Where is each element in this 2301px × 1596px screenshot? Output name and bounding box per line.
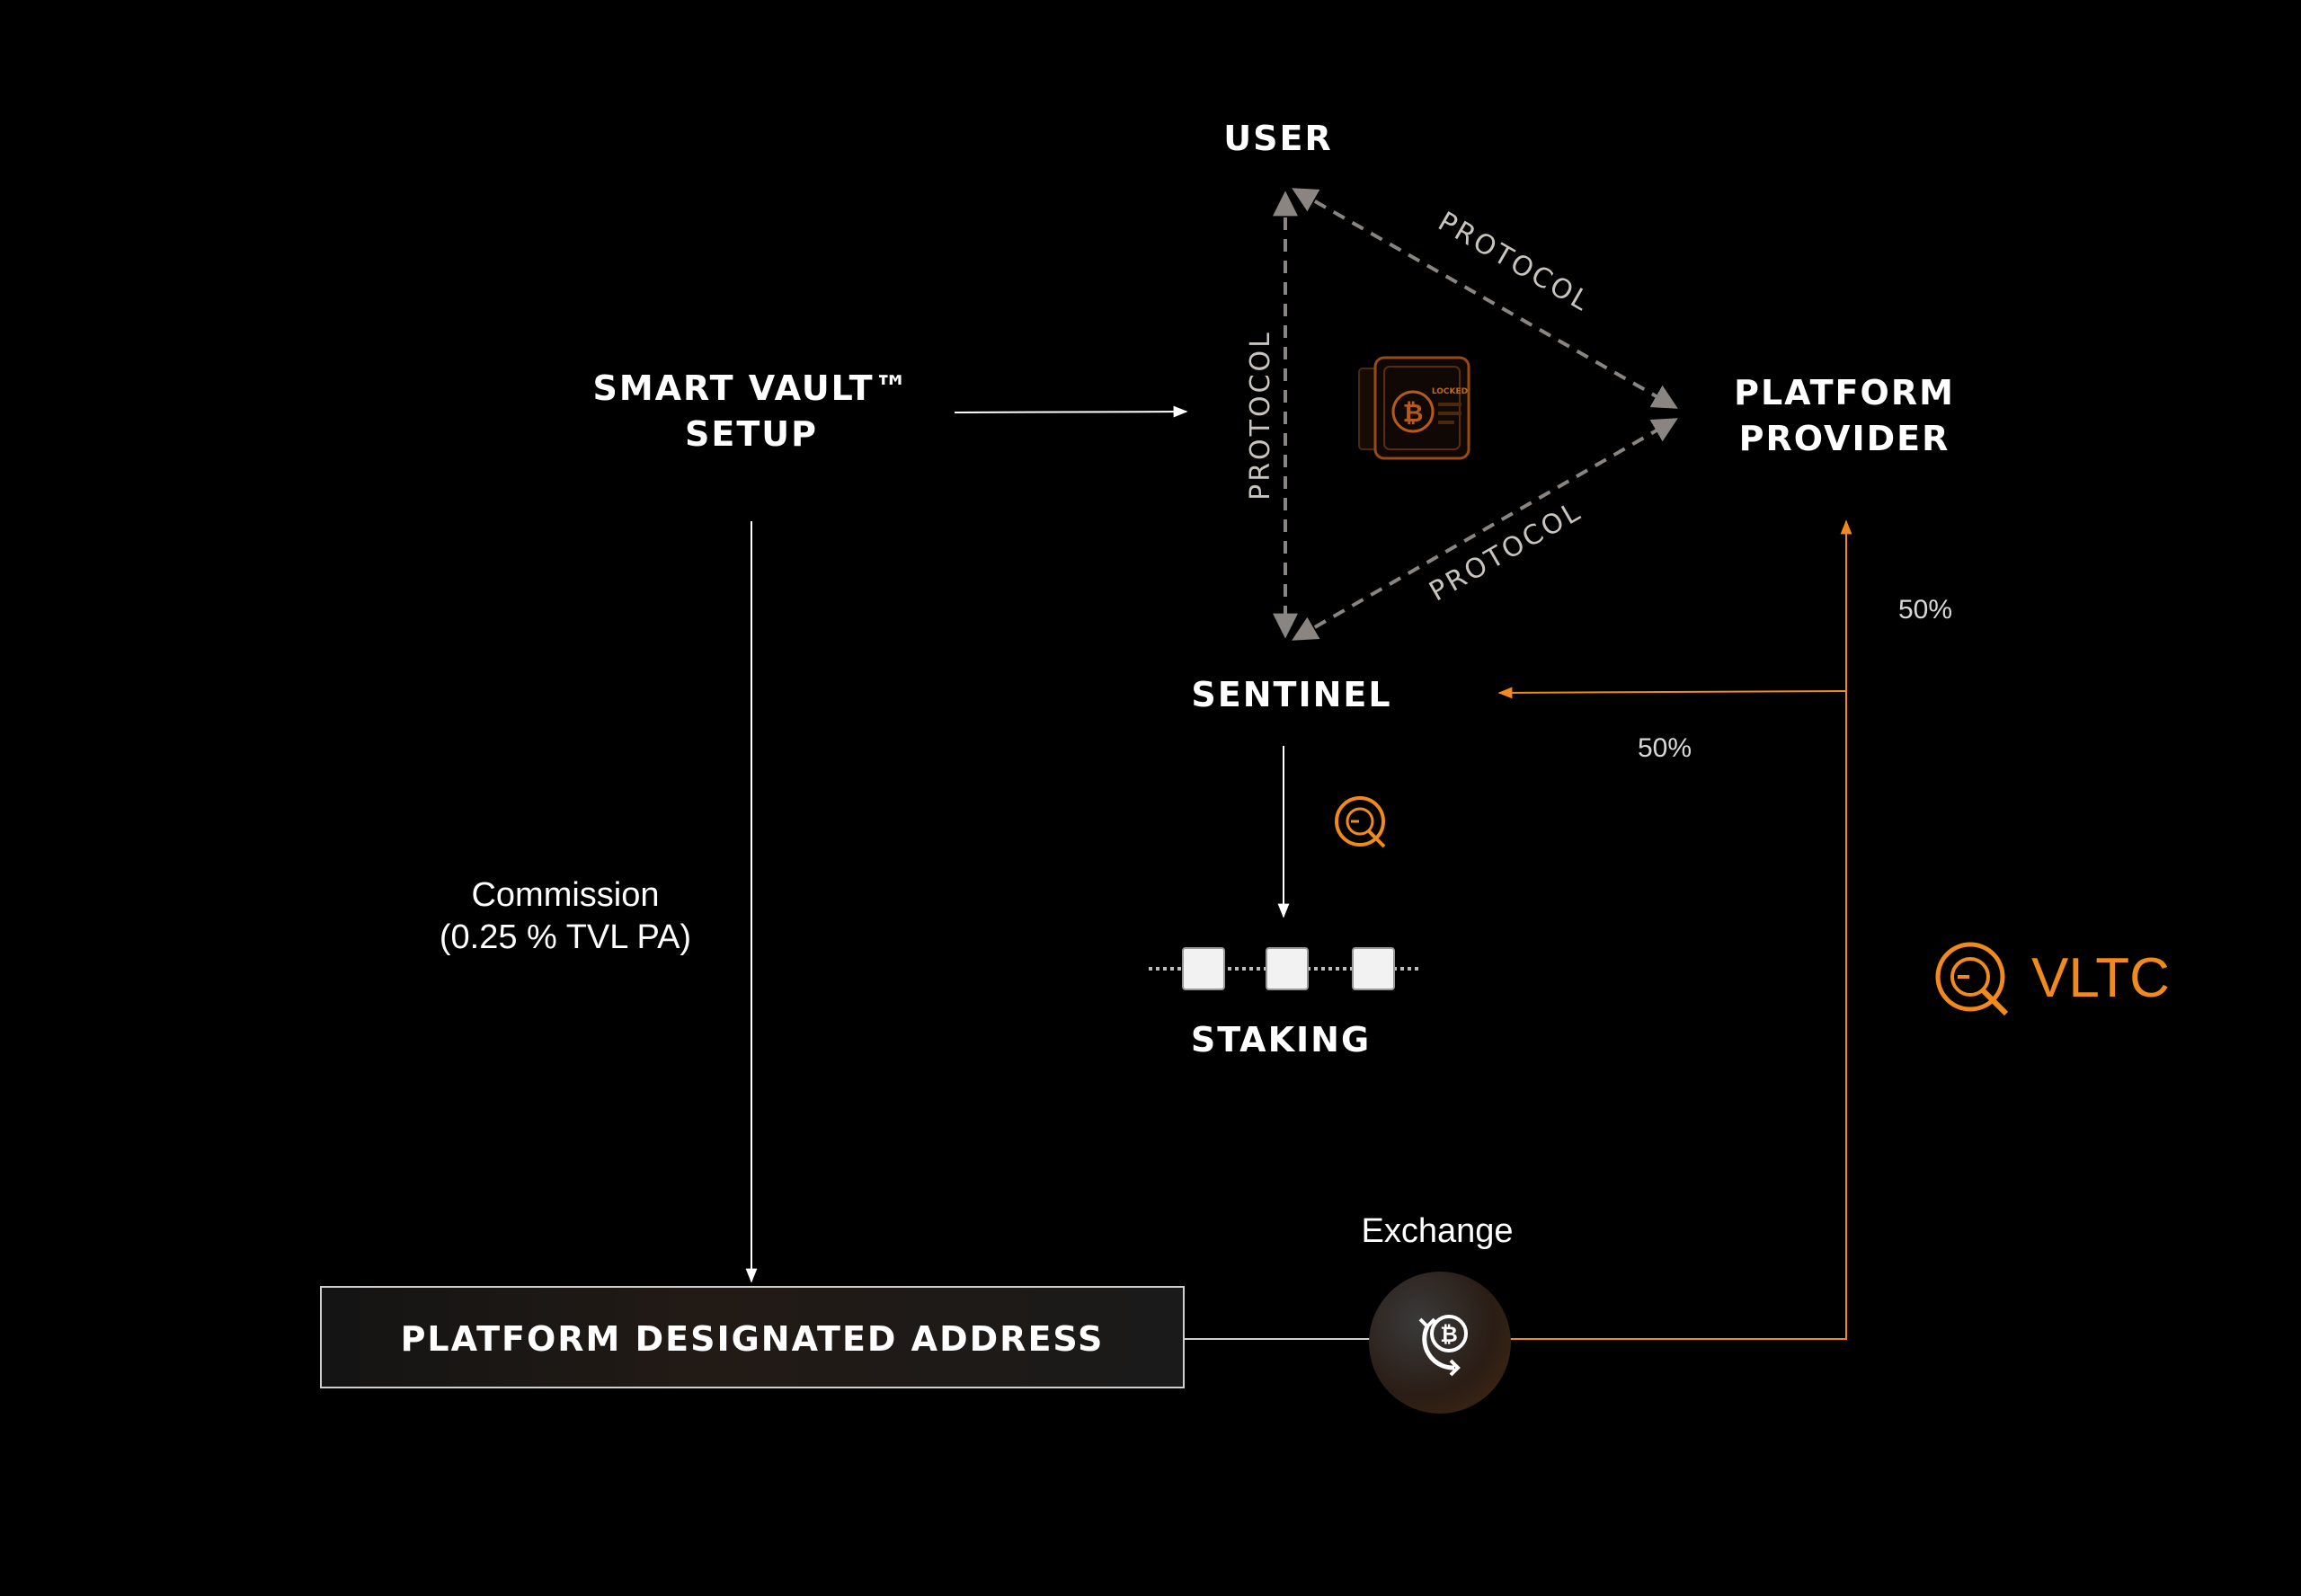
commission-label: Commission (0.25 % TVL PA) — [440, 876, 691, 956]
protocol-label-user-sentinel: PROTOCOL — [1245, 330, 1276, 501]
vltc-token: VLTC — [1935, 942, 2170, 1016]
vltc-coin-small-icon — [1335, 796, 1386, 848]
protocol-label-user-provider: PROTOCOL — [1433, 206, 1596, 318]
svg-text:₿: ₿ — [1440, 1322, 1458, 1347]
smart-vault-label-line2: SETUP — [685, 414, 818, 454]
platform-provider-node: PLATFORM PROVIDER — [1734, 373, 1955, 458]
platform-address-label: PLATFORM DESIGNATED ADDRESS — [401, 1319, 1105, 1359]
staking-chain-icon — [1149, 947, 1418, 990]
user-node-label: USER — [1223, 119, 1332, 158]
pct-label-provider: 50% — [1898, 595, 1952, 625]
svg-text:₿: ₿ — [1403, 398, 1424, 428]
protocol-line-sentinel-provider — [1292, 418, 1678, 641]
vltc-token-name: VLTC — [2031, 947, 2170, 1009]
exchange-to-provider-line — [1510, 519, 1852, 1340]
commission-label-line1: Commission — [471, 876, 659, 914]
platform-address-box: PLATFORM DESIGNATED ADDRESS — [320, 1286, 1185, 1388]
commission-label-line2: (0.25 % TVL PA) — [440, 918, 691, 956]
exchange-icon: ₿ — [1369, 1272, 1511, 1414]
sentinel-node-label: SENTINEL — [1191, 675, 1391, 714]
staking-node-label: STAKING — [1191, 1020, 1371, 1060]
vltc-coin-icon — [1935, 942, 2009, 1016]
pct-label-sentinel: 50% — [1638, 733, 1692, 763]
bitcoin-vault-icon: ₿ LOCKED — [1358, 356, 1470, 460]
smart-vault-node: SMART VAULT™ SETUP — [592, 368, 910, 454]
platform-provider-label-line1: PLATFORM — [1734, 373, 1955, 412]
provider-to-sentinel-arrow — [1497, 687, 1847, 699]
exchange-label: Exchange — [1361, 1212, 1513, 1250]
platform-provider-label-line2: PROVIDER — [1739, 419, 1950, 458]
protocol-line-user-provider — [1292, 188, 1678, 409]
smart-vault-label-line1: SMART VAULT™ — [592, 368, 910, 408]
vault-locked-badge: LOCKED — [1432, 387, 1468, 396]
